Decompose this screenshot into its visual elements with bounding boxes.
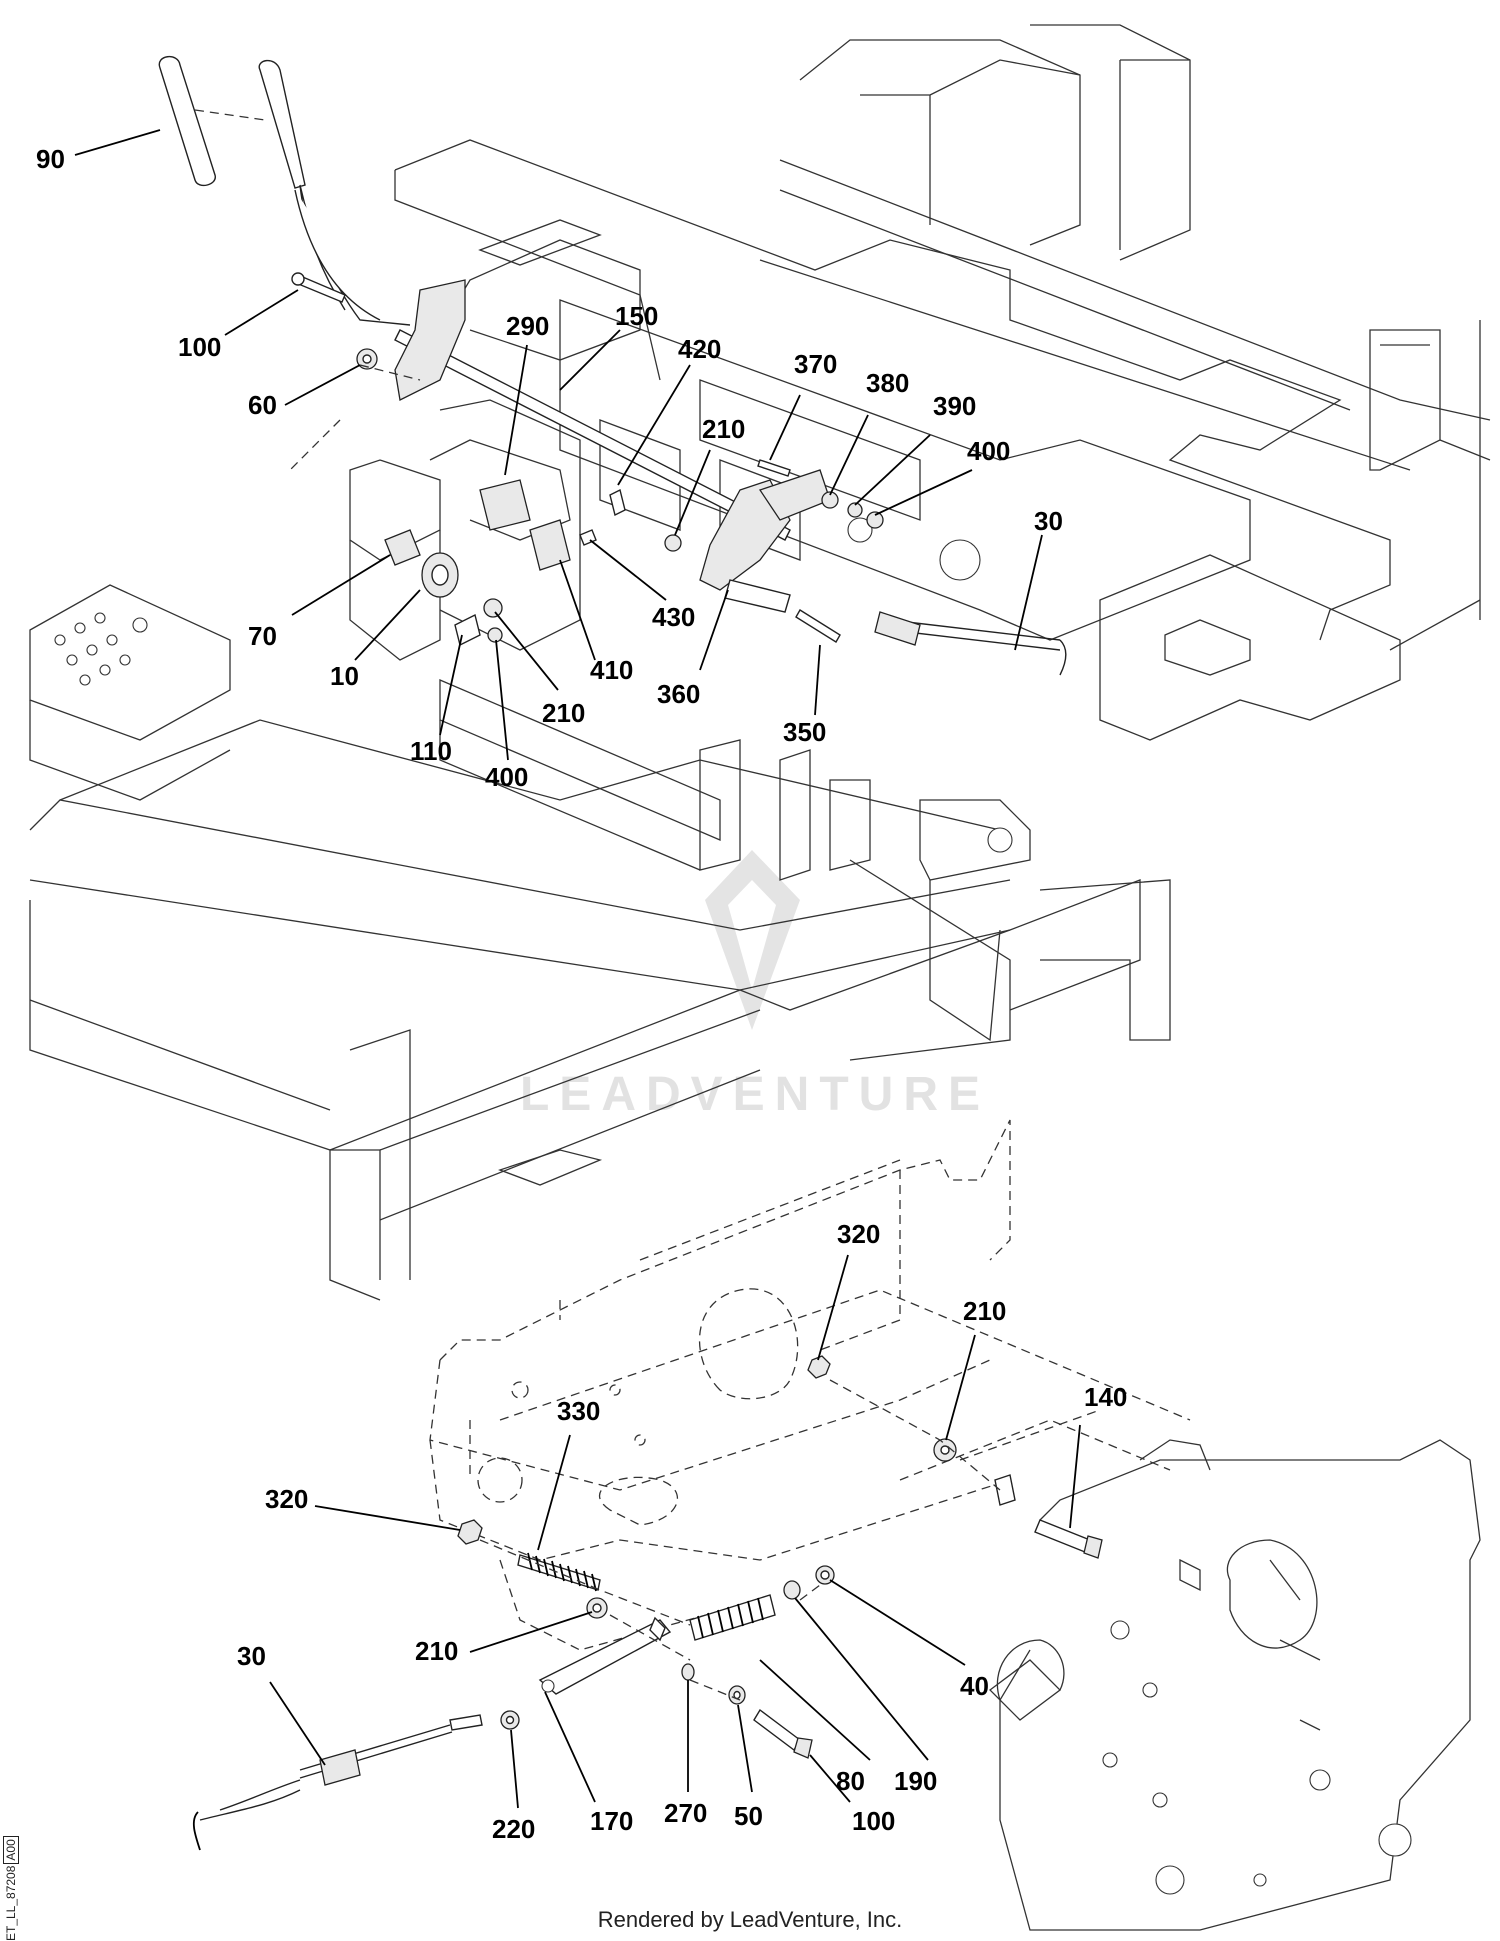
callout-410: 410 <box>590 655 633 685</box>
callout-10: 10 <box>330 661 359 691</box>
image-code-id: ET_LL_87208 <box>4 1865 18 1941</box>
image-code: ET_LL_87208A00 <box>3 1836 19 1941</box>
watermark-text: LEADVENTURE <box>520 1068 990 1121</box>
leadventure-watermark: LEADVENTURE <box>520 850 990 1121</box>
callout-30b: 30 <box>237 1641 266 1671</box>
callout-320b: 320 <box>265 1484 308 1514</box>
callout-220: 220 <box>492 1814 535 1844</box>
callout-210d: 210 <box>415 1636 458 1666</box>
spring-80-coils <box>697 1597 764 1639</box>
callout-110: 110 <box>410 736 452 766</box>
callout-400b: 400 <box>485 762 528 792</box>
callout-400: 400 <box>967 436 1010 466</box>
callout-140: 140 <box>1084 1382 1127 1412</box>
callout-80: 80 <box>836 1766 865 1796</box>
footrest-holes <box>54 612 148 686</box>
callout-350: 350 <box>783 717 826 747</box>
lower-bracket-detail <box>429 1119 1481 1931</box>
callout-380: 380 <box>866 368 909 398</box>
callout-430: 430 <box>652 602 695 632</box>
callout-360: 360 <box>657 679 700 709</box>
callout-370: 370 <box>794 349 837 379</box>
callout-210c: 210 <box>963 1296 1006 1326</box>
callout-40: 40 <box>960 1671 989 1701</box>
callout-50: 50 <box>734 1801 763 1831</box>
callout-100b: 100 <box>852 1806 895 1836</box>
callout-leaders <box>74 129 1081 1809</box>
callout-390: 390 <box>933 391 976 421</box>
callout-labels-upper: 90 100 60 290 150 420 370 380 390 400 21… <box>36 144 1063 792</box>
callout-170: 170 <box>590 1806 633 1836</box>
lower-hardware <box>192 1355 1103 1851</box>
callout-270: 270 <box>664 1798 707 1828</box>
callout-190: 190 <box>894 1766 937 1796</box>
callout-labels-lower: 320 210 140 330 320 210 30 220 170 270 5… <box>237 1219 1127 1844</box>
callout-60: 60 <box>248 390 277 420</box>
callout-320: 320 <box>837 1219 880 1249</box>
callout-90: 90 <box>36 144 65 174</box>
callout-70: 70 <box>248 621 277 651</box>
callout-30: 30 <box>1034 506 1063 536</box>
callout-150: 150 <box>615 301 658 331</box>
callout-210: 210 <box>702 414 745 444</box>
render-credit: Rendered by LeadVenture, Inc. <box>597 1907 903 1932</box>
callout-290: 290 <box>506 311 549 341</box>
image-revision: A00 <box>3 1836 19 1864</box>
steering-control-assembly <box>158 56 1067 676</box>
callout-330: 330 <box>557 1396 600 1426</box>
callout-100: 100 <box>178 332 221 362</box>
callout-210b: 210 <box>542 698 585 728</box>
callout-420: 420 <box>678 334 721 364</box>
